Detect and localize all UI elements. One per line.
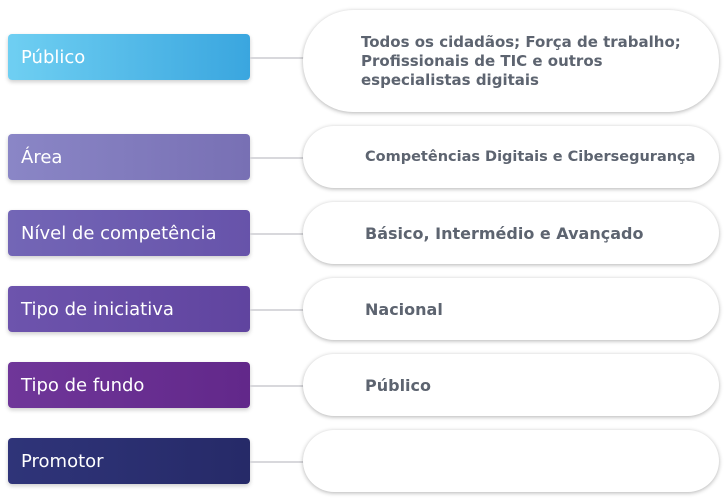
connector bbox=[250, 233, 305, 235]
label-publico: Público bbox=[8, 34, 250, 80]
value-tipo-fundo: Público bbox=[303, 354, 719, 416]
value-promotor bbox=[303, 430, 719, 492]
connector bbox=[250, 309, 305, 311]
value-nivel: Básico, Intermédio e Avançado bbox=[303, 202, 719, 264]
label-nivel: Nível de competência bbox=[8, 210, 250, 256]
label-tipo-iniciativa: Tipo de iniciativa bbox=[8, 286, 250, 332]
connector bbox=[250, 157, 305, 159]
value-area: Competências Digitais e Cibersegurança bbox=[303, 126, 719, 188]
connector bbox=[250, 461, 305, 463]
label-promotor: Promotor bbox=[8, 438, 250, 484]
value-publico: Todos os cidadãos; Força de trabalho; Pr… bbox=[303, 10, 719, 112]
label-tipo-fundo: Tipo de fundo bbox=[8, 362, 250, 408]
connector bbox=[250, 57, 305, 59]
value-tipo-iniciativa: Nacional bbox=[303, 278, 719, 340]
label-area: Área bbox=[8, 134, 250, 180]
connector bbox=[250, 385, 305, 387]
